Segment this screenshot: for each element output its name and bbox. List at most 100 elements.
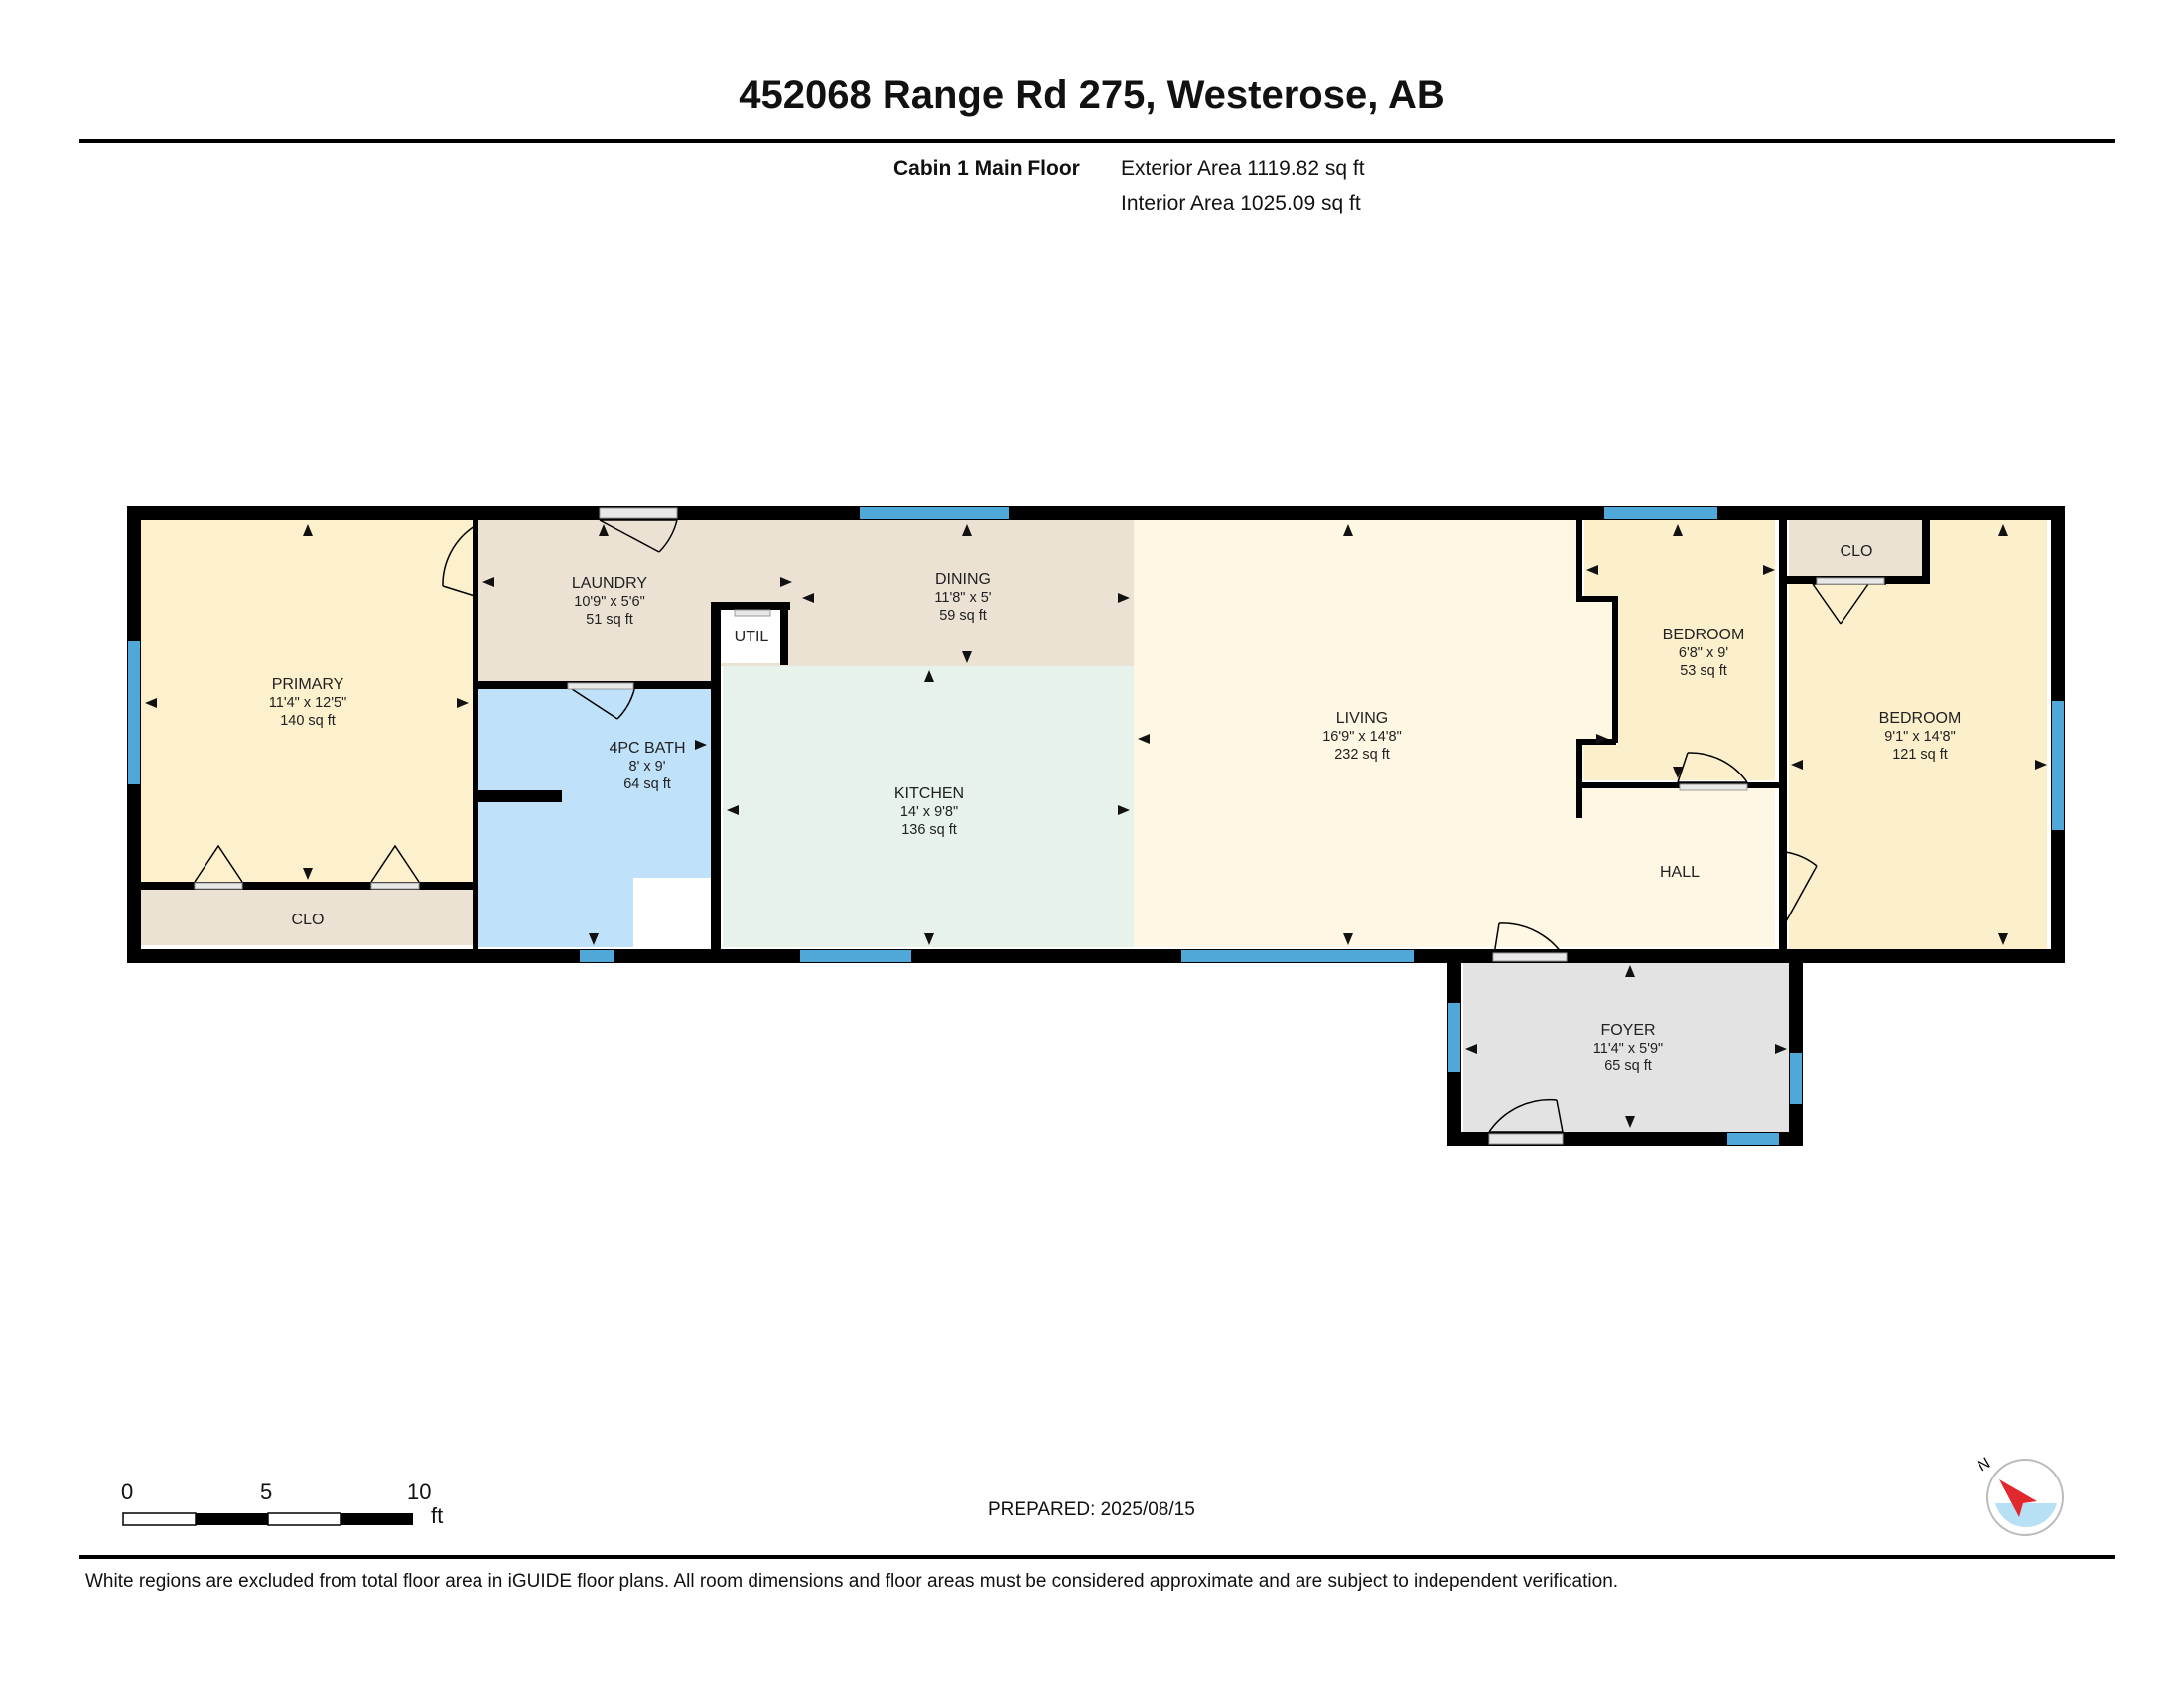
room-area: 136 sq ft xyxy=(901,822,957,838)
room-area: 59 sq ft xyxy=(939,608,987,624)
room-fill-bedroom-2 xyxy=(1584,520,1775,780)
arrow-down xyxy=(1343,933,1353,945)
arrow-right xyxy=(1763,565,1775,575)
scale-bar xyxy=(122,1512,413,1526)
room-area: 64 sq ft xyxy=(623,776,671,792)
dimension-arrows xyxy=(145,524,2047,1128)
room-name: FOYER xyxy=(1600,1022,1655,1039)
arrow-up xyxy=(303,524,313,536)
arrow-down xyxy=(962,651,972,663)
plan-title: 452068 Range Rd 275, Westerose, AB xyxy=(739,73,1445,117)
window xyxy=(860,507,1009,519)
room-dims: 11'4" x 5'9" xyxy=(1593,1041,1663,1056)
threshold xyxy=(1488,1133,1564,1145)
room-area: 65 sq ft xyxy=(1604,1058,1652,1074)
doors xyxy=(194,519,1886,1133)
compass-north-label: N xyxy=(1976,1455,1994,1476)
arrow-right xyxy=(1118,593,1130,603)
room-area: 121 sq ft xyxy=(1892,747,1948,763)
arrow-left xyxy=(802,593,814,603)
prepared-date: PREPARED: 2025/08/15 xyxy=(988,1499,1195,1520)
arrow-left xyxy=(1138,734,1150,744)
room-dims: 9'1" x 14'8" xyxy=(1884,729,1955,745)
arrow-left xyxy=(482,577,494,587)
scale-label-5: 5 xyxy=(260,1479,273,1504)
door-bedroom-1 xyxy=(1784,851,1818,924)
compass-needle xyxy=(1999,1479,2037,1517)
room-name: BEDROOM xyxy=(1879,710,1962,727)
room-dims: 11'4" x 12'5" xyxy=(269,695,346,711)
arrow-right xyxy=(1596,734,1608,744)
arrow-down xyxy=(1673,767,1683,778)
interior-area: Interior Area 1025.09 sq ft xyxy=(1121,192,1361,214)
room-fill-primary xyxy=(141,520,473,888)
disclaimer: White regions are excluded from total fl… xyxy=(85,1571,1619,1592)
threshold xyxy=(599,507,678,519)
arrow-down xyxy=(303,868,313,880)
scale-unit: ft xyxy=(431,1503,444,1528)
room-fill-kitchen xyxy=(723,666,1134,947)
window xyxy=(2052,701,2064,830)
scale-segment xyxy=(122,1512,197,1526)
header-rule xyxy=(79,139,2115,143)
threshold xyxy=(194,882,243,890)
exterior-area: Exterior Area 1119.82 sq ft xyxy=(1121,157,1365,180)
compass-icon: N xyxy=(1976,1455,2064,1536)
arrow-down xyxy=(589,933,599,945)
threshold xyxy=(1492,952,1568,962)
scale-label-10: 10 xyxy=(407,1479,432,1504)
threshold xyxy=(370,882,420,890)
room-name: CLO xyxy=(1841,543,1873,560)
arrow-left xyxy=(1465,1044,1477,1054)
scale-segment xyxy=(196,1513,268,1525)
room-fill-bedroom-1 xyxy=(1789,520,2047,949)
room-area: 51 sq ft xyxy=(586,612,633,628)
window xyxy=(1790,1053,1802,1104)
room-name: HALL xyxy=(1660,864,1700,881)
arrow-right xyxy=(780,577,792,587)
arrow-up xyxy=(1625,965,1635,977)
arrow-up xyxy=(1343,524,1353,536)
window xyxy=(1181,950,1414,962)
window xyxy=(800,950,911,962)
windows xyxy=(128,507,2064,1145)
compass-water xyxy=(1995,1503,2057,1528)
window xyxy=(1727,1133,1779,1145)
room-fill-foyer xyxy=(1463,961,1791,1142)
arrow-left xyxy=(727,805,739,815)
room-name: 4PC BATH xyxy=(609,740,685,757)
room-dims: 10'9" x 5'6" xyxy=(574,594,644,610)
arrow-right xyxy=(2035,760,2047,770)
room-fill-closet-bedroom xyxy=(1789,520,1924,576)
door-laundry-exterior xyxy=(599,519,678,553)
arrow-up xyxy=(962,524,972,536)
arrow-up xyxy=(1673,524,1683,536)
door-bedroom-2 xyxy=(1677,752,1748,783)
closet-bifold-right xyxy=(370,844,420,883)
room-labels: PRIMARY 11'4" x 12'5" 140 sq ft LAUNDRY … xyxy=(269,543,1962,1074)
window xyxy=(1604,507,1717,519)
arrow-right xyxy=(457,698,469,708)
threshold xyxy=(1816,577,1885,585)
room-area: 53 sq ft xyxy=(1680,663,1727,679)
window xyxy=(128,641,140,784)
room-area: 140 sq ft xyxy=(280,713,336,729)
room-name: PRIMARY xyxy=(272,676,344,693)
room-fill-closet-primary xyxy=(141,890,473,945)
threshold xyxy=(734,609,771,617)
room-dims: 8' x 9' xyxy=(629,759,666,774)
room-dims: 16'9" x 14'8" xyxy=(1322,729,1402,745)
room-name: DINING xyxy=(935,571,991,588)
arrow-up xyxy=(599,524,609,536)
arrow-left xyxy=(1586,565,1598,575)
footer-rule xyxy=(79,1555,2115,1559)
door-foyer-exterior xyxy=(1488,1098,1564,1133)
room-dims: 14' x 9'8" xyxy=(900,804,958,820)
room-name: BEDROOM xyxy=(1663,627,1745,643)
scale-segment xyxy=(267,1512,341,1526)
window xyxy=(1448,1003,1460,1072)
room-name: KITCHEN xyxy=(894,785,964,802)
room-name: LIVING xyxy=(1336,710,1388,727)
door-thresholds xyxy=(194,507,1885,1145)
scale-label-0: 0 xyxy=(121,1479,134,1504)
